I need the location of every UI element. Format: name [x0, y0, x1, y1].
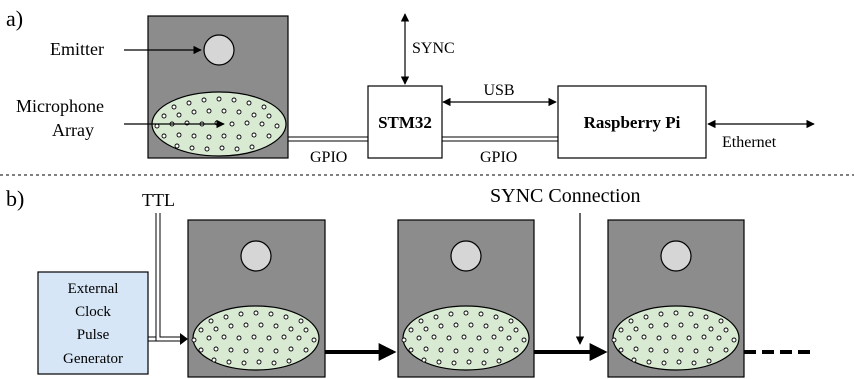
stm32-label: STM32 [378, 113, 432, 132]
raspberry-pi-label: Raspberry Pi [584, 113, 681, 132]
generator-line-1: External [68, 281, 119, 297]
microphone-label-line2: Array [52, 120, 94, 140]
microphone-label-line1: Microphone [16, 96, 104, 116]
emitter-icon-b1 [240, 240, 272, 272]
panel-a-label: a) [6, 6, 23, 31]
panel-b-label: b) [6, 186, 24, 211]
clock-generator-box [37, 271, 149, 375]
generator-line-4: Generator [63, 351, 123, 367]
raspberry-pi-box [557, 85, 707, 159]
emitter-icon-b3 [660, 240, 692, 272]
stm32-box [367, 85, 443, 159]
sync-connection-label: SYNC Connection [490, 185, 641, 207]
ttl-arrowhead [180, 333, 188, 345]
emitter-icon-b2 [450, 240, 482, 272]
sync-label: SYNC [412, 40, 455, 57]
emitter-label: Emitter [50, 39, 104, 59]
gpio-right-label: GPIO [480, 149, 517, 166]
ethernet-label: Ethernet [722, 134, 777, 151]
generator-line-2: Clock [75, 304, 111, 320]
ttl-line-inner [159, 213, 180, 338]
generator-line-3: Pulse [77, 327, 110, 343]
emitter-icon [203, 34, 235, 66]
ttl-label: TTL [142, 190, 175, 210]
gpio-left-label: GPIO [310, 149, 347, 166]
usb-label: USB [483, 82, 514, 99]
